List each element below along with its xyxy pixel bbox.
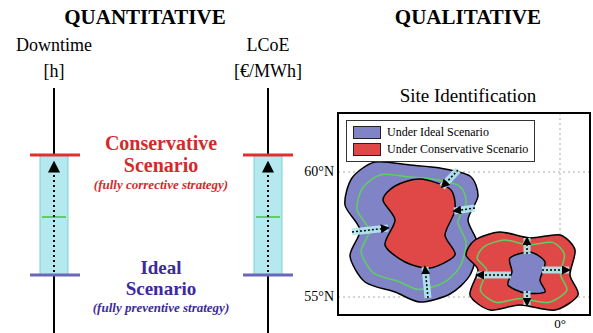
axis-unit: [h]	[24, 62, 84, 82]
shift-arrow	[527, 291, 528, 305]
legend-swatch	[353, 126, 381, 139]
legend-text: Under Ideal Scenario	[387, 125, 489, 140]
arrow-line	[442, 170, 458, 187]
arrow-line	[526, 291, 528, 305]
shift-arrow	[527, 238, 528, 254]
legend: Under Ideal ScenarioUnder Conservative S…	[346, 120, 535, 162]
shift-arrow	[53, 163, 55, 272]
shift-arrow	[442, 170, 458, 187]
arrow-line	[526, 238, 528, 254]
legend-entry: Under Ideal Scenario	[353, 124, 528, 141]
conservative-level	[243, 154, 293, 157]
axis-label: Downtime	[4, 36, 104, 56]
arrow-band	[524, 291, 531, 305]
conservative-region	[466, 232, 578, 310]
arrow-band	[454, 208, 475, 211]
legend-entry: Under Conservative Scenario	[353, 141, 528, 158]
map	[338, 113, 590, 315]
arrow-band	[542, 267, 569, 274]
section-heading: QUALITATIVE	[358, 6, 578, 29]
longitude-label: 0°	[545, 317, 575, 331]
site-regions	[345, 162, 578, 311]
arrow-band	[425, 267, 428, 298]
legend-text: Under Conservative Scenario	[387, 142, 528, 157]
axis-label: LCoE	[218, 36, 318, 56]
ideal-level	[30, 274, 80, 277]
range-bar	[254, 155, 282, 275]
shift-arrow	[267, 163, 269, 272]
scenario-name: Ideal Scenario	[106, 258, 216, 300]
quantitative-axes	[30, 88, 293, 333]
scenario-strategy: (fully preventive strategy)	[91, 301, 231, 315]
map-title: Site Identification	[358, 86, 578, 107]
latitude-label: 60°N	[294, 164, 334, 179]
arrow-line	[454, 208, 475, 211]
arrow-band	[352, 228, 388, 232]
axis-unit: [€/MWh]	[218, 62, 318, 82]
scenario-name: Conservative Scenario	[91, 132, 231, 176]
arrow-band	[442, 170, 458, 187]
shift-arrow	[352, 228, 388, 232]
arrow-band	[477, 272, 511, 279]
arrow-line	[542, 269, 569, 271]
section-heading: QUANTITATIVE	[35, 6, 255, 29]
legend-swatch	[353, 143, 381, 156]
range-bar	[40, 155, 68, 275]
arrow-band	[524, 238, 531, 254]
arrow-line	[352, 228, 388, 232]
shift-arrow	[542, 270, 569, 271]
downtime-axis	[53, 88, 55, 333]
shift-arrow	[454, 208, 475, 211]
arrow-line	[425, 267, 428, 298]
shift-arrow	[477, 275, 511, 276]
ideal-region	[508, 252, 546, 294]
ideal-level	[243, 274, 293, 277]
conservative-region	[383, 179, 455, 268]
latitude-label: 55°N	[294, 289, 334, 304]
ideal-region	[345, 162, 478, 302]
scenario-strategy: (fully corrective strategy)	[91, 178, 231, 192]
site-arrows	[352, 170, 569, 305]
arrow-line	[477, 274, 511, 276]
conservative-level	[30, 154, 80, 157]
map-frame	[338, 113, 590, 315]
lcoe-axis	[267, 88, 269, 333]
shift-arrow	[425, 267, 428, 298]
